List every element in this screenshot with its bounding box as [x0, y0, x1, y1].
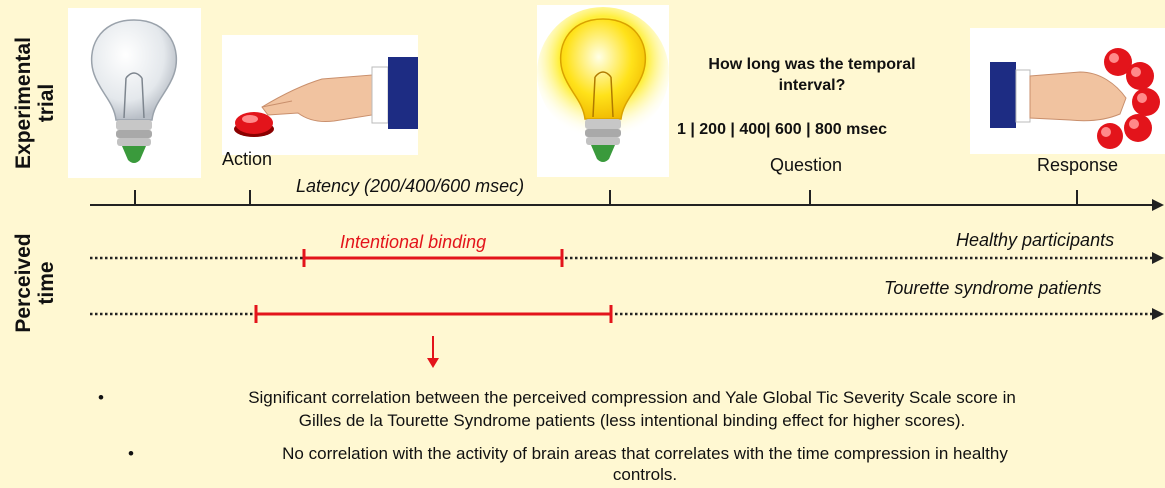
bulb-off-card [68, 8, 201, 178]
timeline-arrowhead [1152, 199, 1164, 211]
perceived-time-lines [90, 249, 1164, 368]
healthy-arrowhead [1152, 252, 1164, 264]
action-label: Action [222, 149, 273, 169]
intentional-binding-label: Intentional binding [340, 232, 487, 252]
tourette-arrowhead [1152, 308, 1164, 320]
hand-press-buttons-icon [990, 48, 1160, 149]
tourette-patients-label: Tourette syndrome patients [884, 278, 1102, 298]
bullet-2-marker: • [128, 444, 134, 463]
bullet-2-line2: controls. [612, 465, 678, 484]
down-arrow-head [427, 358, 439, 368]
question-label: Question [770, 155, 843, 175]
bullet-1-line1: Significant correlation between the perc… [248, 388, 1016, 407]
question-prompt-line2: interval? [778, 77, 846, 94]
bulb-on-card [537, 5, 669, 177]
bullet-2-line1: No correlation with the activity of brai… [282, 444, 1008, 463]
action-card [222, 35, 418, 155]
question-prompt: How long was the temporal interval? [672, 54, 952, 96]
latency-label: Latency (200/400/600 msec) [296, 176, 525, 196]
healthy-participants-label: Healthy participants [956, 230, 1115, 250]
hand-press-button-icon [234, 57, 418, 137]
bullet-1-marker: • [98, 388, 104, 407]
response-card [970, 28, 1165, 154]
bullet-1-line2: Gilles de la Tourette Syndrome patients … [298, 411, 966, 430]
answer-options: 1 | 200 | 400| 600 | 800 msec [677, 121, 888, 138]
experimental-timeline [90, 190, 1164, 211]
question-prompt-line1: How long was the temporal [708, 56, 916, 73]
response-label: Response [1037, 155, 1119, 175]
lightbulb-on-icon [537, 7, 669, 162]
lightbulb-off-icon [90, 19, 178, 163]
